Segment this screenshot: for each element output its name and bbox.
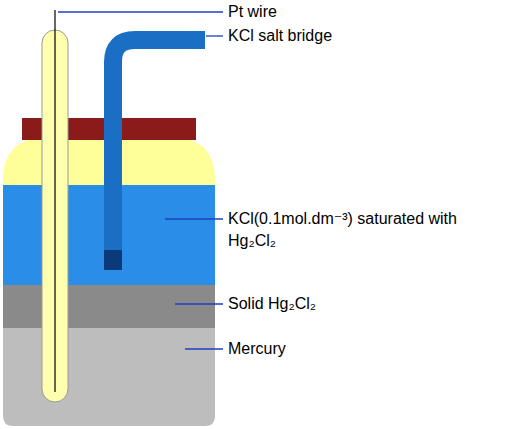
mercury-pool [0, 328, 230, 429]
leader-line [185, 348, 223, 349]
leader-line [58, 11, 223, 12]
part-label: KCl(0.1mol.dm⁻³) saturated with Hg₂Cl₂ [228, 208, 468, 252]
leader-line [165, 218, 223, 219]
salt-bridge-tip [104, 250, 122, 270]
calomel-layer [0, 285, 230, 328]
part-label: KCl salt bridge [228, 25, 498, 47]
part-label: Pt wire [228, 1, 498, 23]
leader-line [175, 303, 223, 304]
salt-bridge-tube [113, 40, 205, 268]
part-label: Mercury [228, 338, 498, 360]
part-label: Solid Hg₂Cl₂ [228, 293, 498, 315]
platinum-wire [54, 10, 55, 392]
leader-line [206, 35, 223, 36]
leader-lines [58, 12, 223, 349]
